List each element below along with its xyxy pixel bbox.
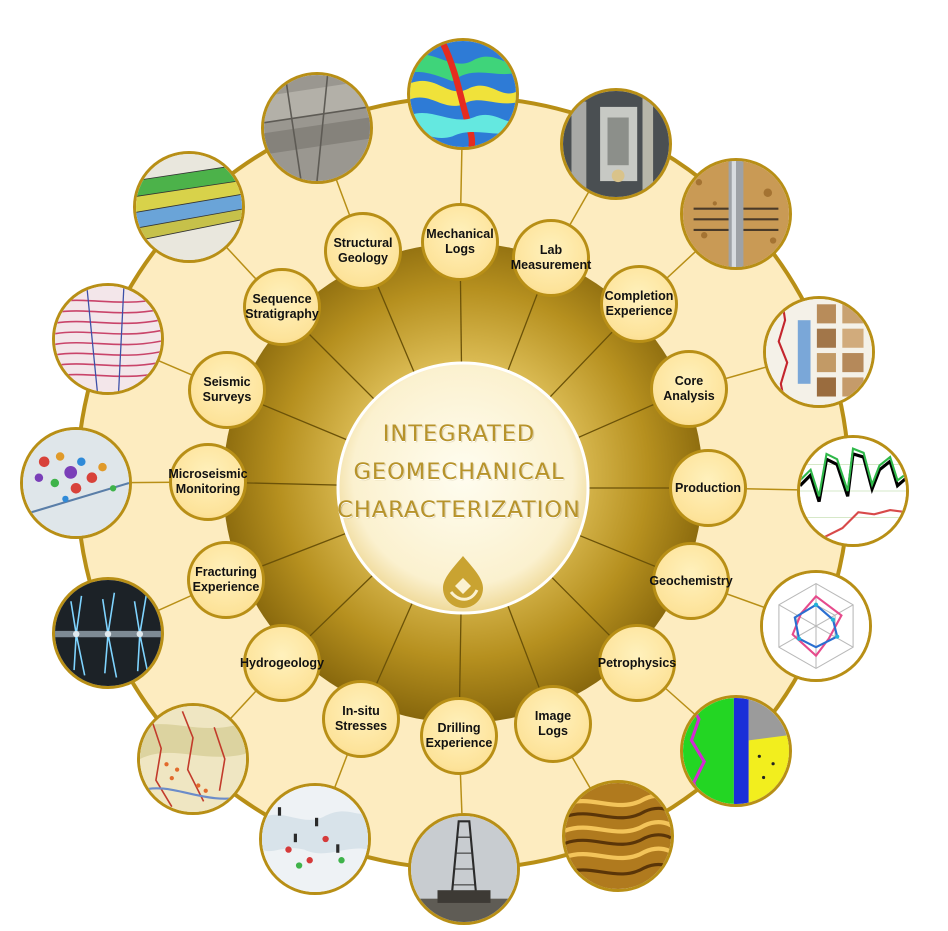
velocity-profile-image	[407, 38, 519, 150]
stratigraphic-section-image	[133, 151, 245, 263]
topic-node-geochemistry[interactable]: Geochemistry	[649, 542, 733, 620]
topic-node-structural-geology[interactable]: Structural Geology	[324, 212, 402, 290]
center-title: INTEGRATED GEOMECHANICAL CHARACTERIZATIO…	[334, 415, 584, 529]
borehole-image-log-image	[562, 780, 674, 892]
seismic-section-image	[52, 283, 164, 395]
topic-node-in-situ-stresses[interactable]: In-situ Stresses	[322, 680, 400, 758]
fracture-network-image	[52, 577, 164, 689]
drop-logo-icon	[443, 556, 483, 608]
topic-node-seismic-surveys[interactable]: Seismic Surveys	[188, 351, 266, 429]
microseismic-events-image	[20, 427, 132, 539]
center-title-line-3: CHARACTERIZATION	[337, 497, 581, 523]
topic-node-petrophysics[interactable]: Petrophysics	[598, 624, 676, 702]
topic-node-drilling-experience[interactable]: Drilling Experience	[420, 697, 498, 775]
topic-node-lab-measurement[interactable]: Lab Measurement	[511, 219, 591, 297]
drilling-rig-image	[408, 813, 520, 925]
topic-node-sequence-stratigraphy[interactable]: Sequence Stratigraphy	[243, 268, 321, 346]
topic-node-mechanical-logs[interactable]: Mechanical Logs	[421, 203, 499, 281]
stress-map-image	[259, 783, 371, 895]
topic-node-hydrogeology[interactable]: Hydrogeology	[240, 624, 324, 702]
geologic-map-image	[137, 703, 249, 815]
topic-node-image-logs[interactable]: Image Logs	[514, 685, 592, 763]
petrophysical-log-image	[680, 695, 792, 807]
lab-equipment-image	[560, 88, 672, 200]
wellbore-perforation-image	[680, 158, 792, 270]
radar-plot-image	[760, 570, 872, 682]
topic-node-production[interactable]: Production	[669, 449, 747, 527]
production-curve-image	[797, 435, 909, 547]
core-log-panel-image	[763, 296, 875, 408]
center-title-line-2: GEOMECHANICAL	[353, 459, 565, 485]
center-title-line-1: INTEGRATED	[382, 421, 536, 447]
topic-node-microseismic-monitoring[interactable]: Microseismic Monitoring	[168, 443, 248, 521]
topic-node-fracturing-experience[interactable]: Fracturing Experience	[187, 541, 265, 619]
center-disk	[336, 361, 590, 615]
topic-node-completion-experience[interactable]: Completion Experience	[600, 265, 678, 343]
rock-outcrop-image	[261, 72, 373, 184]
topic-node-core-analysis[interactable]: Core Analysis	[650, 350, 728, 428]
